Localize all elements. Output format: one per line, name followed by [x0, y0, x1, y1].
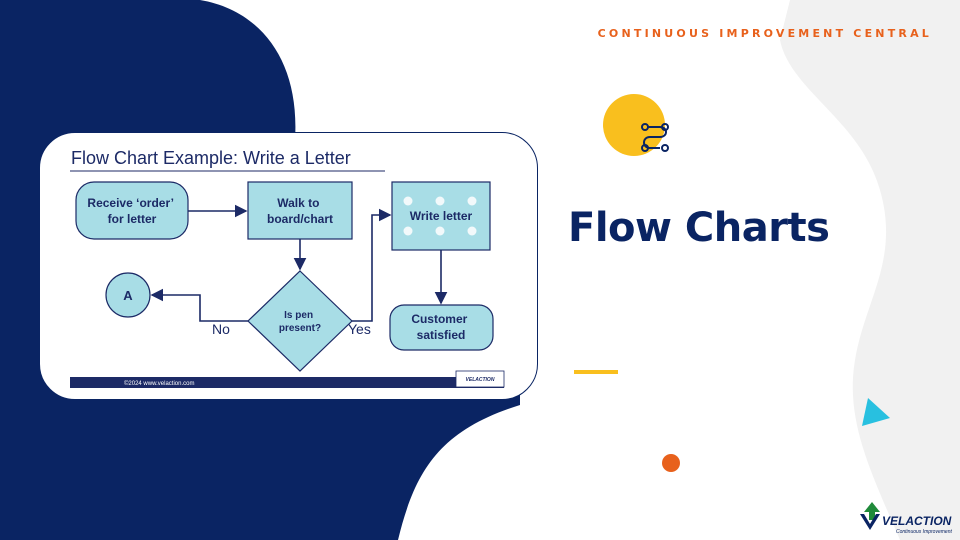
- flowchart-footer-bar: [70, 377, 504, 388]
- edge-decision-no: [150, 288, 248, 322]
- walk-label-1: Walk to: [277, 196, 319, 210]
- flowchart-edges: [150, 204, 448, 322]
- slide-title: Flow Charts: [568, 205, 830, 251]
- customer-label-1: Customer: [411, 312, 467, 326]
- decision-label-2: present?: [279, 323, 321, 334]
- light-gray-wave: [780, 0, 960, 540]
- receive-label-1: Receive ‘order’: [87, 196, 173, 210]
- write-letter-dots: [403, 196, 477, 236]
- connector-a-label: A: [123, 288, 133, 303]
- decision-node: [247, 270, 353, 372]
- flowchart-card: Flow Chart Example: Write a Letter Recei…: [39, 132, 538, 400]
- walk-node: [247, 181, 353, 240]
- connector-a-node: [105, 272, 151, 318]
- brand-header: CONTINUOUS IMPROVEMENT CENTRAL: [597, 27, 932, 40]
- svg-text:Walk to board/chart: Walk to board/chart: [267, 196, 333, 226]
- svg-text:Receive ‘order’ for lett: Receive ‘order’ for letter: [87, 196, 176, 226]
- edge-label-yes: Yes: [348, 321, 371, 337]
- logo-arrow: [864, 502, 880, 520]
- write-letter-label: Write letter: [410, 209, 473, 223]
- customer-label-2: satisfied: [417, 328, 466, 342]
- logo-v-mark: [860, 514, 880, 530]
- receive-order-node: [75, 181, 189, 240]
- flowchart-title: Flow Chart Example: Write a Letter: [71, 148, 351, 168]
- velaction-logo: VELACTION Continuous Improvement: [860, 502, 952, 535]
- customer-node: [389, 304, 494, 351]
- flowchart-footer-logo-text: VELACTION: [466, 377, 495, 383]
- decision-label-1: Is pen: [284, 310, 313, 321]
- receive-label-2: for letter: [108, 212, 157, 226]
- flowchart-footer-logo: [455, 370, 505, 388]
- svg-text:Is pen present?: Is pen present?: [279, 310, 321, 334]
- flowchart-diagram: Flow Chart Example: Write a Letter Recei…: [70, 148, 505, 388]
- logo-tagline: Continuous Improvement: [896, 529, 952, 535]
- logo-text: VELACTION: [882, 514, 952, 528]
- edge-label-no: No: [212, 321, 230, 337]
- flowchart-copyright: ©2024 www.velaction.com: [124, 380, 194, 387]
- walk-label-2: board/chart: [267, 212, 333, 226]
- svg-text:Customer satisfied: Customer satisfied: [411, 312, 470, 342]
- edge-decision-yes: [352, 208, 392, 322]
